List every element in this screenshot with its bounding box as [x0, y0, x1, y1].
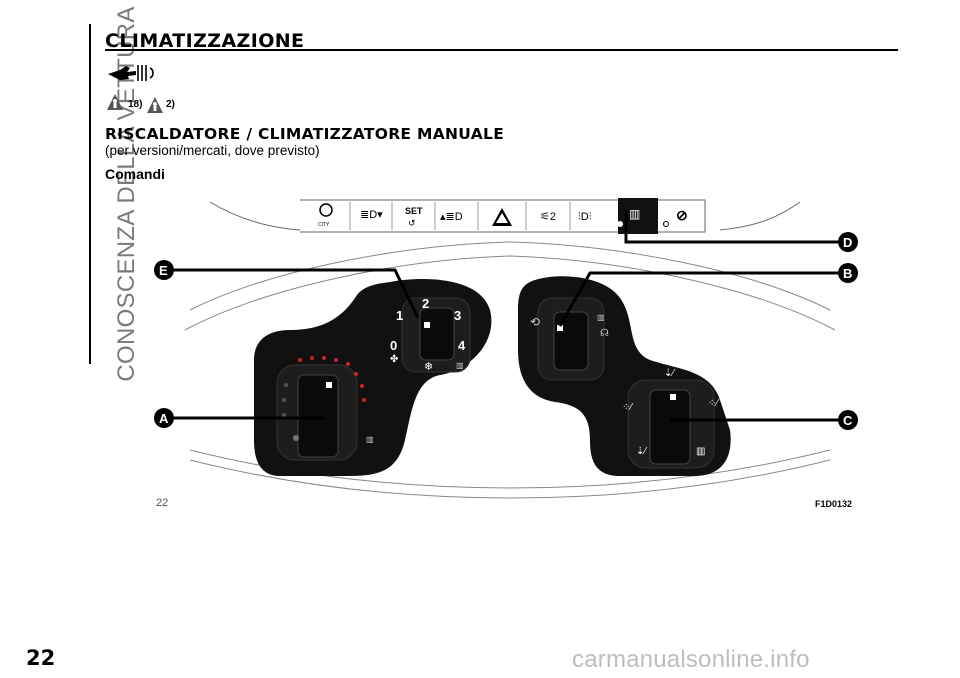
callout-d: D: [838, 232, 858, 252]
hand-pointer-icon: [106, 62, 154, 89]
callout-a: A: [154, 408, 174, 428]
warning-person-icon: [107, 94, 123, 110]
warning-ref-2: 2): [166, 99, 175, 110]
defrost-icon: ▥: [366, 435, 374, 444]
temperature-knob[interactable]: [276, 364, 358, 461]
svg-text:E: E: [159, 263, 168, 278]
headlamp-adjust-icon[interactable]: ▴≣D: [440, 211, 463, 223]
sidebar-rule: [89, 24, 91, 364]
rear-fog-icon[interactable]: ⫶D⫶: [578, 211, 592, 223]
recirculation-icon: ⟲: [530, 315, 540, 329]
section-subheading: Comandi: [105, 166, 165, 182]
fan-speed-1: 1: [396, 308, 403, 323]
defrost-icon: ▥: [696, 446, 705, 457]
svg-text:C: C: [843, 413, 853, 428]
fog-light-icon[interactable]: ≣D▾: [360, 209, 383, 221]
set-button[interactable]: SET ↺: [405, 206, 423, 228]
section-note: (per versioni/mercati, dove previsto): [105, 143, 320, 158]
vent-face-feet-icon: ⁘⁄: [622, 402, 633, 413]
svg-text:A: A: [159, 411, 169, 426]
page-number: 22: [26, 646, 56, 670]
warning-person-icon: [147, 97, 163, 113]
section-heading: RISCALDATORE / CLIMATIZZATORE MANUALE: [105, 125, 505, 143]
callout-b: B: [838, 263, 858, 283]
callout-e: E: [154, 260, 174, 280]
vent-feet-icon: ⇣⁄: [636, 446, 647, 457]
button-strip: CITY ≣D▾ SET ↺ ▴≣D ⚟2 ⫶D⫶ ▥ ⊘: [318, 198, 688, 234]
defrost-icon: ▥: [456, 361, 464, 370]
sidebar-tab: CONOSCENZA DELLA VETTURA: [52, 0, 140, 381]
vent-feet-defrost-icon: ⁘⁄: [708, 398, 719, 409]
warning-ref-1: 18): [128, 99, 143, 110]
fan-speed-knob[interactable]: [401, 297, 471, 373]
fan-speed-0: 0: [390, 338, 397, 353]
svg-text:D: D: [843, 235, 852, 250]
svg-text:B: B: [843, 266, 852, 281]
defrost-icon: ▥: [629, 207, 640, 221]
air-distribution-knob[interactable]: [627, 379, 715, 469]
city-label: CITY: [318, 222, 330, 228]
set-label: SET: [405, 206, 423, 216]
fresh-air-icon: ☊: [600, 328, 609, 339]
climate-controls-figure: CITY ≣D▾ SET ↺ ▴≣D ⚟2 ⫶D⫶ ▥ ⊘: [150, 180, 870, 510]
fan-speed-3: 3: [454, 308, 461, 323]
watermark: carmanualsonline.info: [572, 646, 810, 673]
fan-speed-2: 2: [422, 296, 429, 311]
page-title: CLIMATIZZAZIONE: [105, 30, 305, 52]
figure-code: F1D0132: [815, 499, 853, 509]
stability-control-icon[interactable]: ⚟2: [540, 211, 556, 223]
fan-icon: ✤: [390, 354, 398, 365]
callout-c: C: [838, 410, 858, 430]
recirculation-knob[interactable]: [537, 297, 605, 381]
hazard-icon[interactable]: [492, 208, 512, 226]
defrost-icon: ▥: [597, 313, 605, 322]
start-stop-icon[interactable]: ⊘: [676, 207, 688, 223]
vent-face-icon: ⇣⁄: [664, 368, 675, 379]
snowflake-icon: ❄: [424, 361, 433, 373]
city-button[interactable]: CITY: [318, 203, 333, 228]
figure-page-number: 22: [156, 497, 169, 509]
fan-speed-4: 4: [458, 338, 466, 353]
title-divider: [105, 49, 898, 51]
return-arrow-icon: ↺: [408, 218, 416, 228]
